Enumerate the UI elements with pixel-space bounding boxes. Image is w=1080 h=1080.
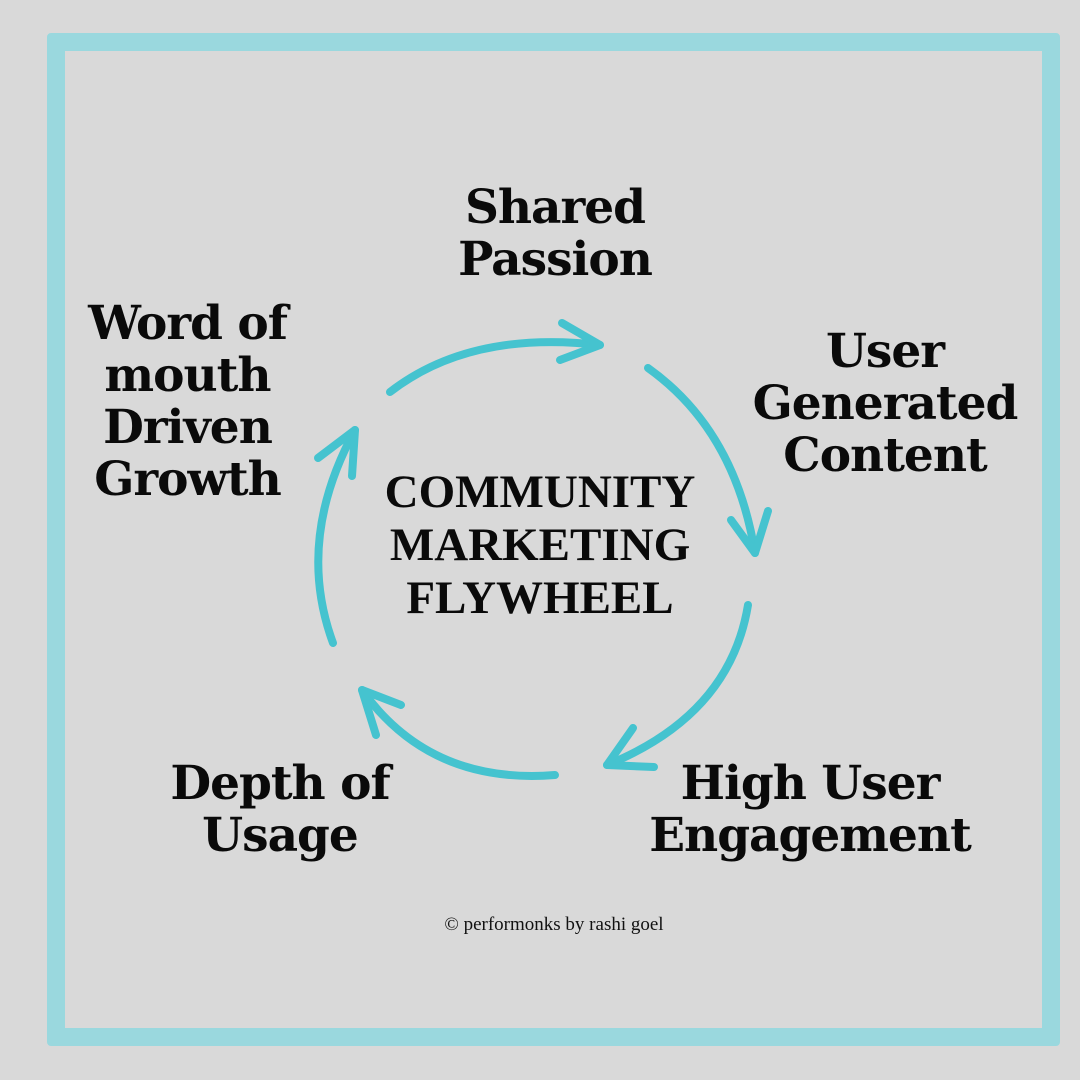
stage-word-of-mouth: Word of mouth Driven Growth xyxy=(70,298,305,506)
stage-shared-passion: Shared Passion xyxy=(430,182,680,286)
stage-line: Usage xyxy=(202,808,359,863)
stage-line: mouth xyxy=(104,348,271,403)
copyright-credit: © performonks by rashi goel xyxy=(444,914,664,935)
diagram-title: COMMUNITY MARKETING FLYWHEEL xyxy=(340,466,740,625)
stage-user-generated-content: User Generated Content xyxy=(740,326,1030,482)
stage-line: Shared xyxy=(464,180,646,235)
stage-line: Driven xyxy=(103,400,273,455)
stage-line: Word of xyxy=(88,296,288,351)
arrow-wom-to-shared xyxy=(314,426,359,647)
arrow-ugc-to-engagement xyxy=(644,364,772,557)
stage-line: Content xyxy=(783,428,987,483)
arrow-engagement-to-depth xyxy=(603,601,752,771)
stage-line: Growth xyxy=(94,452,282,507)
stage-line: Depth of xyxy=(170,756,390,811)
stage-line: Engagement xyxy=(649,808,972,863)
stage-line: User xyxy=(825,324,945,379)
arrow-shared-to-ugc xyxy=(386,319,604,396)
title-line: MARKETING xyxy=(389,519,691,571)
arrow-depth-to-wom xyxy=(358,686,559,780)
stage-high-user-engagement: High User Engagement xyxy=(640,758,980,862)
title-line: FLYWHEEL xyxy=(406,572,674,624)
title-line: COMMUNITY xyxy=(384,466,696,518)
stage-line: High User xyxy=(680,756,941,811)
stage-depth-of-usage: Depth of Usage xyxy=(150,758,410,862)
frame-border xyxy=(47,33,1060,1046)
stage-line: Passion xyxy=(458,232,653,287)
stage-line: Generated xyxy=(752,376,1019,431)
